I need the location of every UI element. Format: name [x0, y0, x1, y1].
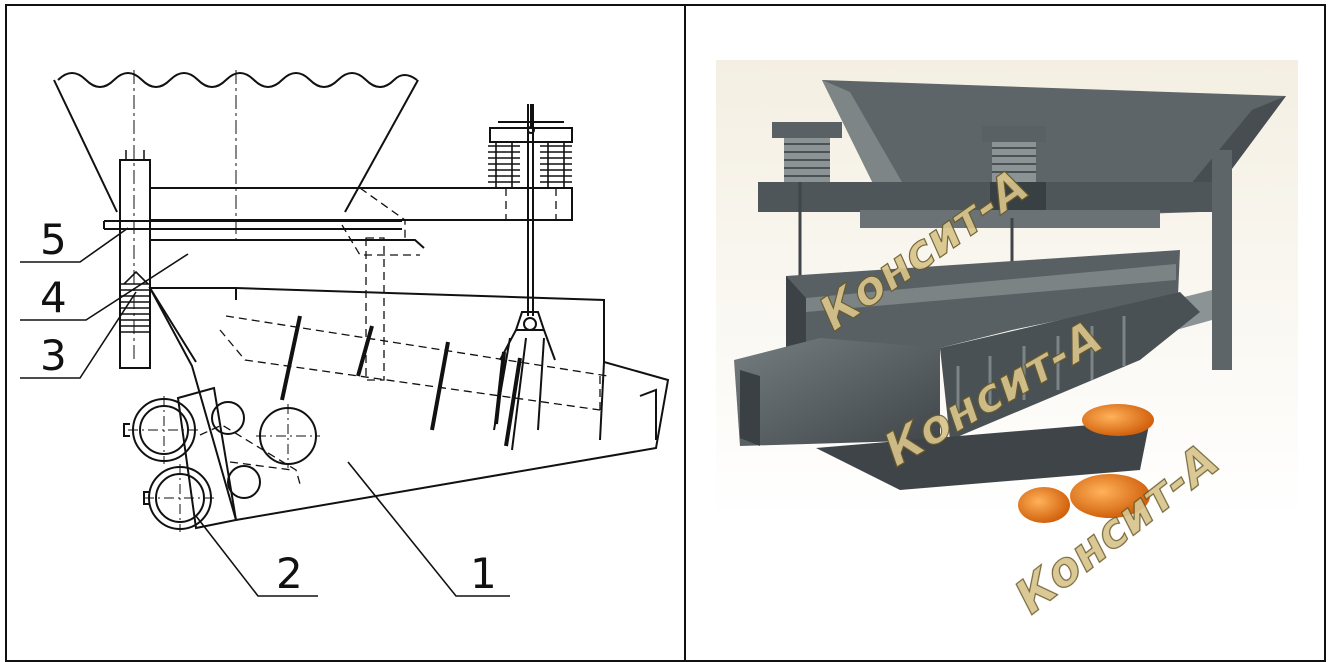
leader-lines [20, 227, 510, 597]
callout-5: 5 [40, 215, 67, 264]
render-spring-left [772, 122, 842, 182]
left-spring [120, 270, 150, 333]
render-motors [1018, 404, 1154, 523]
spring-support-top [489, 127, 573, 143]
render-spring-right [982, 126, 1046, 182]
callout-4: 4 [40, 273, 67, 322]
column-divider [684, 4, 686, 662]
centerline-vertical [133, 70, 237, 360]
callout-3: 3 [40, 331, 67, 380]
left-post [119, 159, 151, 369]
table-frame [5, 4, 1326, 662]
vibrator-motor-upper [123, 396, 200, 464]
right-springs [488, 142, 572, 188]
feeder-3d-render: Консит-А Консит-А Консит-А [716, 60, 1298, 625]
hopper-wave-line [57, 72, 418, 88]
render-cell: Консит-А Консит-А Консит-А [686, 6, 1324, 660]
technical-drawing: 5 4 3 2 1 [20, 70, 670, 598]
hopper-walls [53, 79, 419, 213]
technical-drawing-cell: 5 4 3 2 1 [7, 6, 684, 660]
callout-2: 2 [276, 549, 303, 598]
callout-1: 1 [470, 549, 497, 598]
vibrator-motor-lower [143, 464, 216, 532]
suspension-rod [527, 104, 534, 316]
support-beam [149, 187, 573, 221]
feeder-tray [148, 287, 670, 522]
